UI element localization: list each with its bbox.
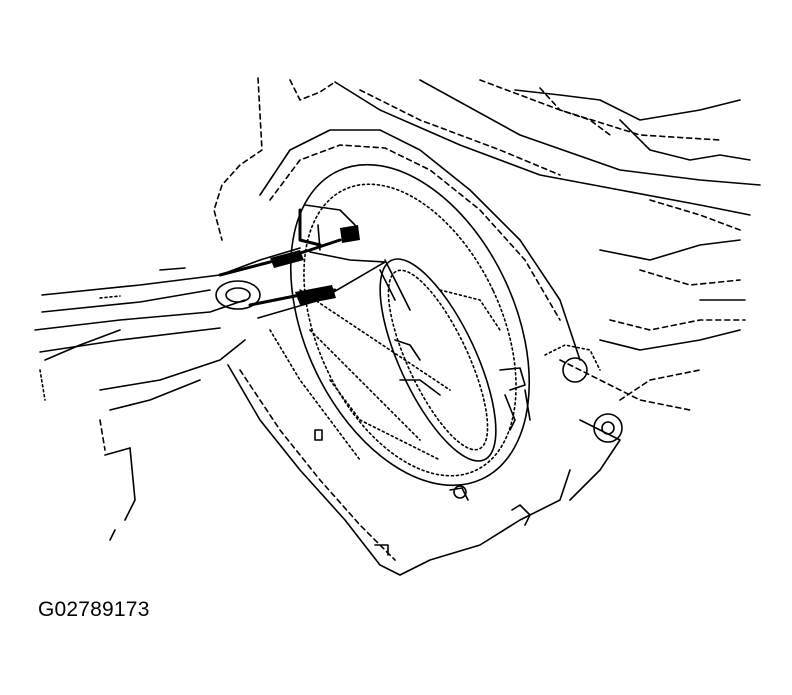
transmission-housing-drawing <box>213 77 761 576</box>
snap-ring-drawing <box>298 204 411 311</box>
pliers-tool-drawing <box>34 238 386 541</box>
figure-code: G02789173 <box>38 598 150 621</box>
